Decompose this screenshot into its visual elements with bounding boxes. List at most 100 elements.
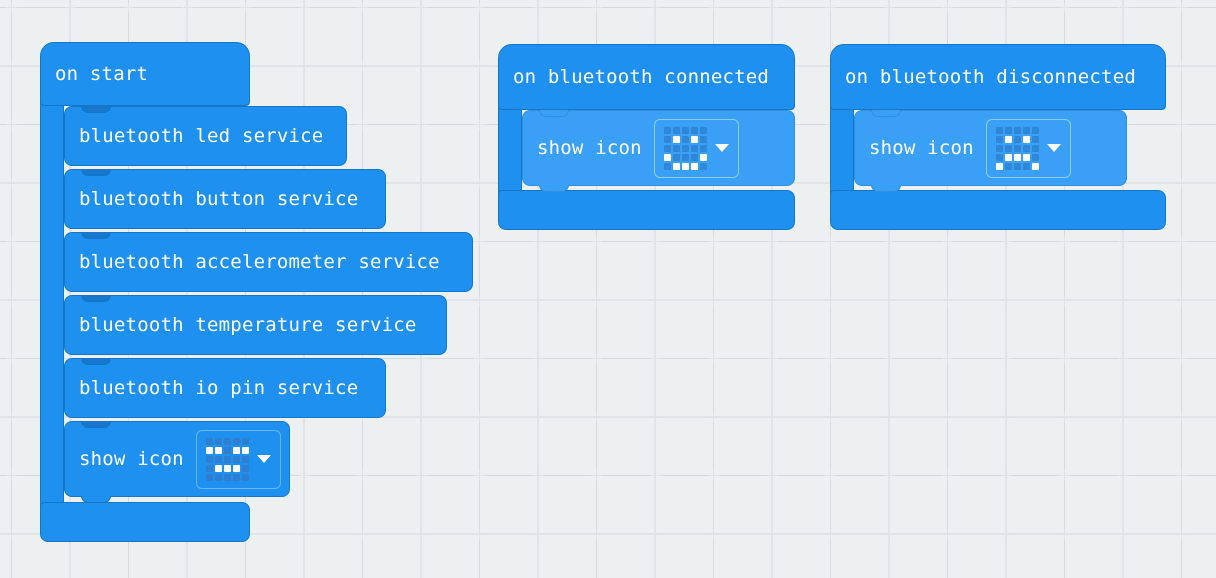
grid-cross-icon: [1059, 353, 1070, 364]
block-bluetooth-io-pin-service[interactable]: bluetooth io pin service: [64, 358, 386, 418]
chevron-down-icon[interactable]: [714, 144, 729, 152]
grid-cross-icon: [825, 528, 836, 540]
led-matrix-dropdown-field[interactable]: [985, 118, 1071, 178]
grid-cross-icon: [298, 60, 310, 72]
led-cell-r3-c5: [241, 455, 249, 463]
grid-cross-icon: [474, 177, 485, 189]
block-show-icon[interactable]: show icon: [854, 110, 1127, 192]
led-cell-r5-c5: [699, 162, 707, 170]
grid-cross-icon: [1176, 411, 1187, 423]
led-cell-r3-c4: [1022, 144, 1030, 152]
grid-cross-icon: [766, 2, 778, 13]
grid-cross-icon: [474, 236, 485, 247]
grid-cross-icon: [766, 294, 778, 306]
grid-cross-icon: [1176, 353, 1187, 364]
led-cell-r2-c2: [672, 135, 680, 143]
block-bluetooth-led-service[interactable]: bluetooth led service: [64, 106, 347, 166]
led-cell-r2-c1: [663, 135, 671, 143]
grid-cross-icon: [1117, 294, 1129, 306]
grid-cross-icon: [1176, 177, 1187, 189]
chevron-down-icon[interactable]: [256, 455, 271, 463]
grid-cross-icon: [64, 2, 76, 13]
notch-top-icon: [539, 110, 569, 117]
led-cell-r3-c3: [223, 455, 231, 463]
grid-cross-icon: [708, 236, 719, 247]
grid-cross-icon: [357, 60, 368, 72]
grid-cross-icon: [123, 2, 134, 13]
grid-cross-icon: [6, 353, 17, 364]
grid-cross-icon: [708, 528, 719, 540]
grid-cross-icon: [708, 294, 719, 306]
led-cell-r5-c1: [663, 162, 671, 170]
led-cell-r1-c1: [205, 437, 213, 445]
block-bluetooth-temperature-service[interactable]: bluetooth temperature service: [64, 295, 447, 355]
grid-cross-icon: [298, 470, 310, 481]
on-bluetooth-connected-foot: [498, 190, 795, 230]
grid-cross-icon: [532, 236, 544, 247]
led-matrix-dropdown-field[interactable]: [653, 118, 739, 178]
block-bluetooth-button-service[interactable]: bluetooth button service: [64, 169, 386, 229]
grid-cross-icon: [708, 411, 719, 423]
grid-cross-icon: [6, 60, 17, 72]
grid-cross-icon: [591, 411, 602, 423]
block-show-icon[interactable]: show icon: [522, 110, 795, 192]
grid-cross-icon: [649, 2, 661, 13]
on-start-foot: [40, 502, 250, 542]
led-cell-r3-c2: [214, 455, 222, 463]
grid-cross-icon: [298, 2, 310, 13]
grid-cross-icon: [6, 119, 17, 130]
block-on-bluetooth-disconnected[interactable]: on bluetooth disconnected: [830, 44, 1166, 110]
grid-cross-icon: [240, 2, 251, 13]
grid-cross-icon: [415, 411, 427, 423]
led-cell-r2-c5: [699, 135, 707, 143]
grid-cross-icon: [1000, 411, 1012, 423]
led-cell-r1-c4: [232, 437, 240, 445]
grid-cross-icon: [1176, 294, 1187, 306]
led-cell-r2-c3: [681, 135, 689, 143]
grid-cross-icon: [766, 236, 778, 247]
led-cell-r4-c5: [1031, 153, 1039, 161]
grid-cross-icon: [1117, 236, 1129, 247]
block-on-start[interactable]: on start: [40, 42, 250, 106]
grid-cross-icon: [181, 2, 193, 13]
grid-cross-icon: [883, 294, 895, 306]
grid-cross-icon: [1000, 294, 1012, 306]
led-cell-r1-c2: [672, 126, 680, 134]
led-matrix-dropdown-field[interactable]: [195, 429, 281, 489]
block-label: on bluetooth disconnected: [845, 66, 1136, 88]
grid-cross-icon: [649, 528, 661, 540]
grid-cross-icon: [474, 119, 485, 130]
grid-cross-icon: [883, 470, 895, 481]
led-cell-r5-c1: [205, 473, 213, 481]
led-cell-r2-c4: [232, 446, 240, 454]
grid-cross-icon: [6, 177, 17, 189]
led-cell-r4-c3: [681, 153, 689, 161]
block-bluetooth-accelerometer-service[interactable]: bluetooth accelerometer service: [64, 232, 473, 292]
block-show-icon[interactable]: show icon: [64, 421, 290, 503]
led-cell-r3-c2: [1004, 144, 1012, 152]
led-cell-r1-c3: [681, 126, 689, 134]
grid-cross-icon: [942, 294, 953, 306]
led-matrix-icon: [205, 437, 249, 481]
led-cell-r2-c5: [1031, 135, 1039, 143]
grid-cross-icon: [474, 2, 485, 13]
led-cell-r1-c4: [1022, 126, 1030, 134]
grid-cross-icon: [1059, 470, 1070, 481]
led-cell-r5-c5: [1031, 162, 1039, 170]
led-cell-r4-c4: [232, 464, 240, 472]
block-on-bluetooth-connected[interactable]: on bluetooth connected: [498, 44, 795, 110]
grid-cross-icon: [883, 2, 895, 13]
notch-top-icon: [81, 358, 111, 365]
grid-cross-icon: [532, 411, 544, 423]
grid-cross-icon: [883, 411, 895, 423]
led-cell-r2-c1: [995, 135, 1003, 143]
grid-cross-icon: [357, 470, 368, 481]
led-cell-r3-c2: [672, 144, 680, 152]
led-cell-r1-c3: [223, 437, 231, 445]
led-cell-r4-c5: [699, 153, 707, 161]
grid-cross-icon: [415, 60, 427, 72]
on-bluetooth-disconnected-foot: [830, 190, 1166, 230]
chevron-down-icon[interactable]: [1046, 144, 1061, 152]
led-cell-r1-c3: [1013, 126, 1021, 134]
